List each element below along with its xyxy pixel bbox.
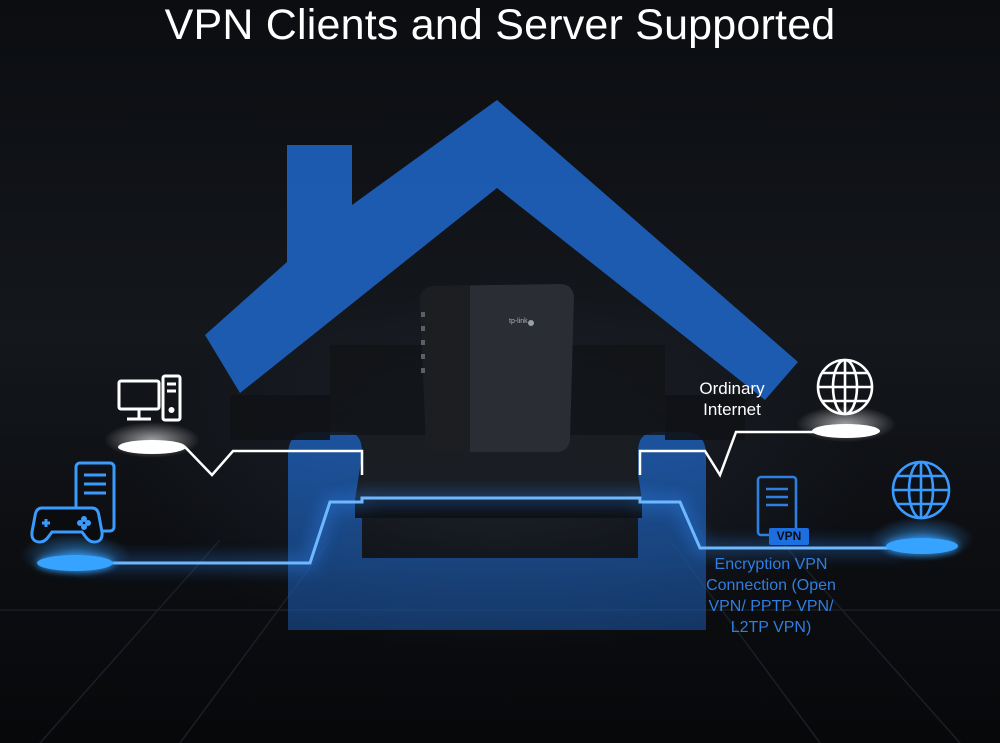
globe-icon: [816, 358, 874, 416]
vpn-connection-line: [75, 493, 905, 568]
router-brand-logo: tp-link: [509, 318, 528, 325]
ordinary-internet-line-2: Internet: [703, 400, 761, 419]
ordinary-internet-label: Ordinary Internet: [682, 378, 782, 420]
encryption-vpn-line-3: VPN/ PPTP VPN/: [708, 598, 834, 615]
globe-icon: [891, 460, 951, 520]
game-controller-icon: [30, 461, 116, 544]
house-shape: [205, 100, 798, 630]
vpn-badge: VPN: [769, 528, 809, 545]
gamepad-platform: [20, 533, 130, 577]
ordinary-internet-line-1: Ordinary: [699, 379, 765, 398]
server-icon: [756, 475, 798, 537]
page-title: VPN Clients and Server Supported: [164, 1, 836, 49]
desktop-platform: [104, 422, 200, 458]
globe-top-platform: [796, 406, 896, 442]
ordinary-connection-lines: [184, 430, 820, 478]
encryption-vpn-line-1: Encryption VPN: [714, 556, 828, 573]
router: [420, 284, 574, 452]
encryption-vpn-line-4: L2TP VPN): [730, 619, 812, 636]
globe-bottom-platform: [870, 517, 974, 561]
encryption-vpn-label: Encryption VPN Connection (Open VPN/ PPT…: [680, 554, 862, 638]
encryption-vpn-line-2: Connection (Open: [706, 577, 836, 594]
desktop-computer-icon: [117, 374, 182, 422]
